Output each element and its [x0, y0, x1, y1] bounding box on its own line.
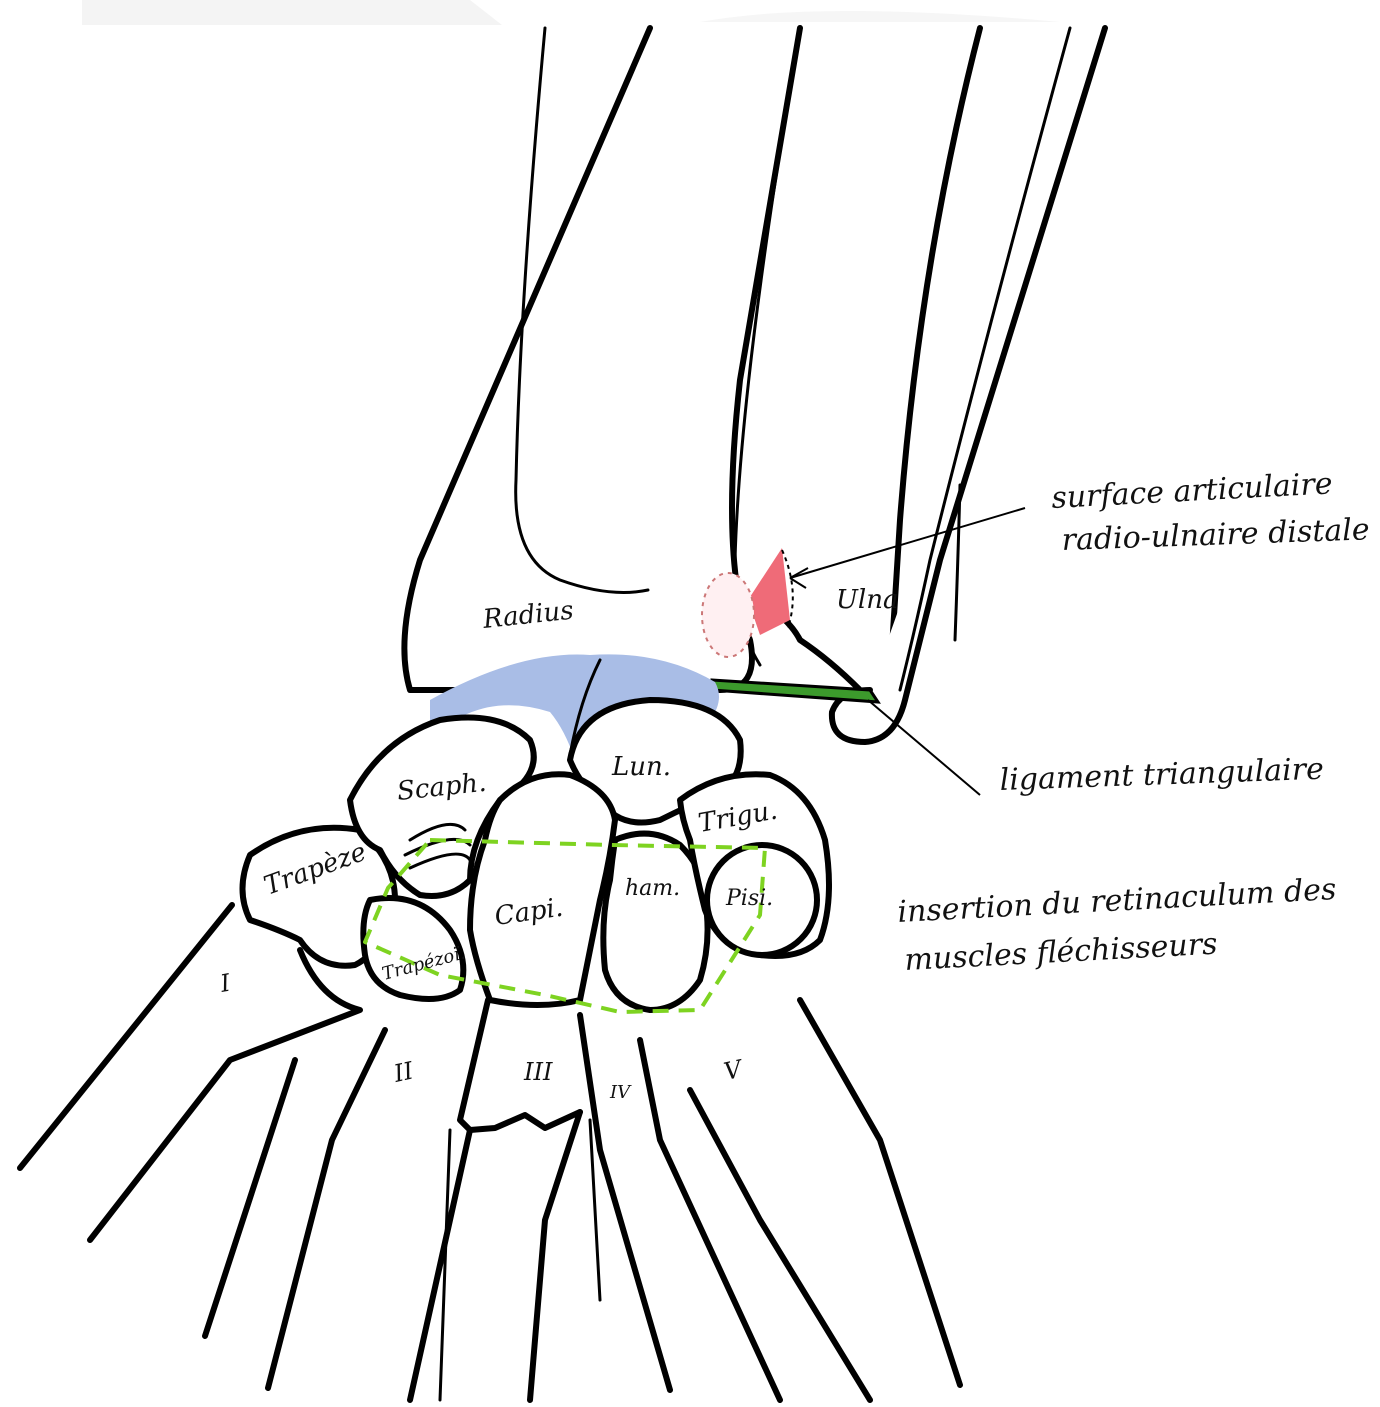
metacarpal-ii-outline — [202, 1057, 298, 1339]
metacarpal-v-outline — [797, 997, 963, 1388]
annotation-ligament: ligament triangulaire — [999, 752, 1324, 798]
ulnar-notch-dashed-circle — [701, 572, 755, 658]
background-smudge — [82, 0, 502, 25]
annotation-articular-surface-line-2: radio-ulnaire distale — [1061, 512, 1370, 558]
ulna-inner-contour — [898, 26, 1072, 692]
carpal-bones — [239, 697, 832, 1013]
annotation-retinaculum-line-1: insertion du retinaculum des — [897, 872, 1338, 930]
metacarpal-shaft-line — [588, 1118, 602, 1302]
label-metacarpal-i: I — [217, 969, 233, 998]
articular-surface-dashed-edge — [781, 549, 794, 629]
label-hamate: ham. — [625, 876, 680, 901]
annotation-articular-surface-line-1: surface articulaire — [1051, 466, 1334, 516]
radius — [401, 25, 803, 693]
ulna — [757, 25, 1108, 745]
metacarpal-v-outline — [687, 1087, 873, 1403]
label-metacarpal-ii: II — [390, 1056, 416, 1088]
metacarpal-iii-outline — [407, 997, 491, 1403]
pisiform — [704, 842, 820, 958]
distal-radio-ulnar-articular-surface — [748, 548, 790, 635]
metacarpal-i-outline — [87, 947, 363, 1243]
metacarpal-iv-outline — [577, 1012, 673, 1393]
label-pisiform: Pisi. — [725, 886, 773, 911]
articular-surface-leader-line — [789, 507, 1026, 579]
background-smudge — [700, 11, 1060, 22]
label-lunate: Lun. — [611, 752, 671, 782]
metacarpal-i-outline — [17, 902, 235, 1171]
label-metacarpal-v: V — [721, 1054, 746, 1086]
radius-inner-contour — [514, 26, 650, 594]
label-metacarpal-iii: III — [523, 1058, 553, 1086]
radiocarpal-cartilage — [430, 654, 719, 760]
ulna-outline-right — [828, 25, 1108, 745]
metacarpal-ii-outline — [265, 1027, 388, 1391]
metacarpal-iv-outline — [527, 1109, 583, 1403]
metacarpal-iii-base — [467, 1109, 583, 1133]
ulna-shaft-line — [953, 483, 962, 642]
capitate — [467, 771, 618, 1008]
metacarpals — [17, 902, 963, 1403]
articular-surface-arrowhead — [789, 567, 809, 589]
metacarpal-v-outline — [637, 1037, 783, 1403]
metacarpal-shaft-line — [438, 1128, 452, 1402]
label-metacarpal-iv: IV — [609, 1082, 632, 1103]
label-ulna: Ulna — [836, 585, 898, 615]
radius-outline — [401, 25, 803, 693]
ligament-leader-line — [867, 699, 981, 796]
hamate — [600, 830, 711, 1013]
annotation-retinaculum-line-2: muscles fléchisseurs — [904, 927, 1219, 978]
